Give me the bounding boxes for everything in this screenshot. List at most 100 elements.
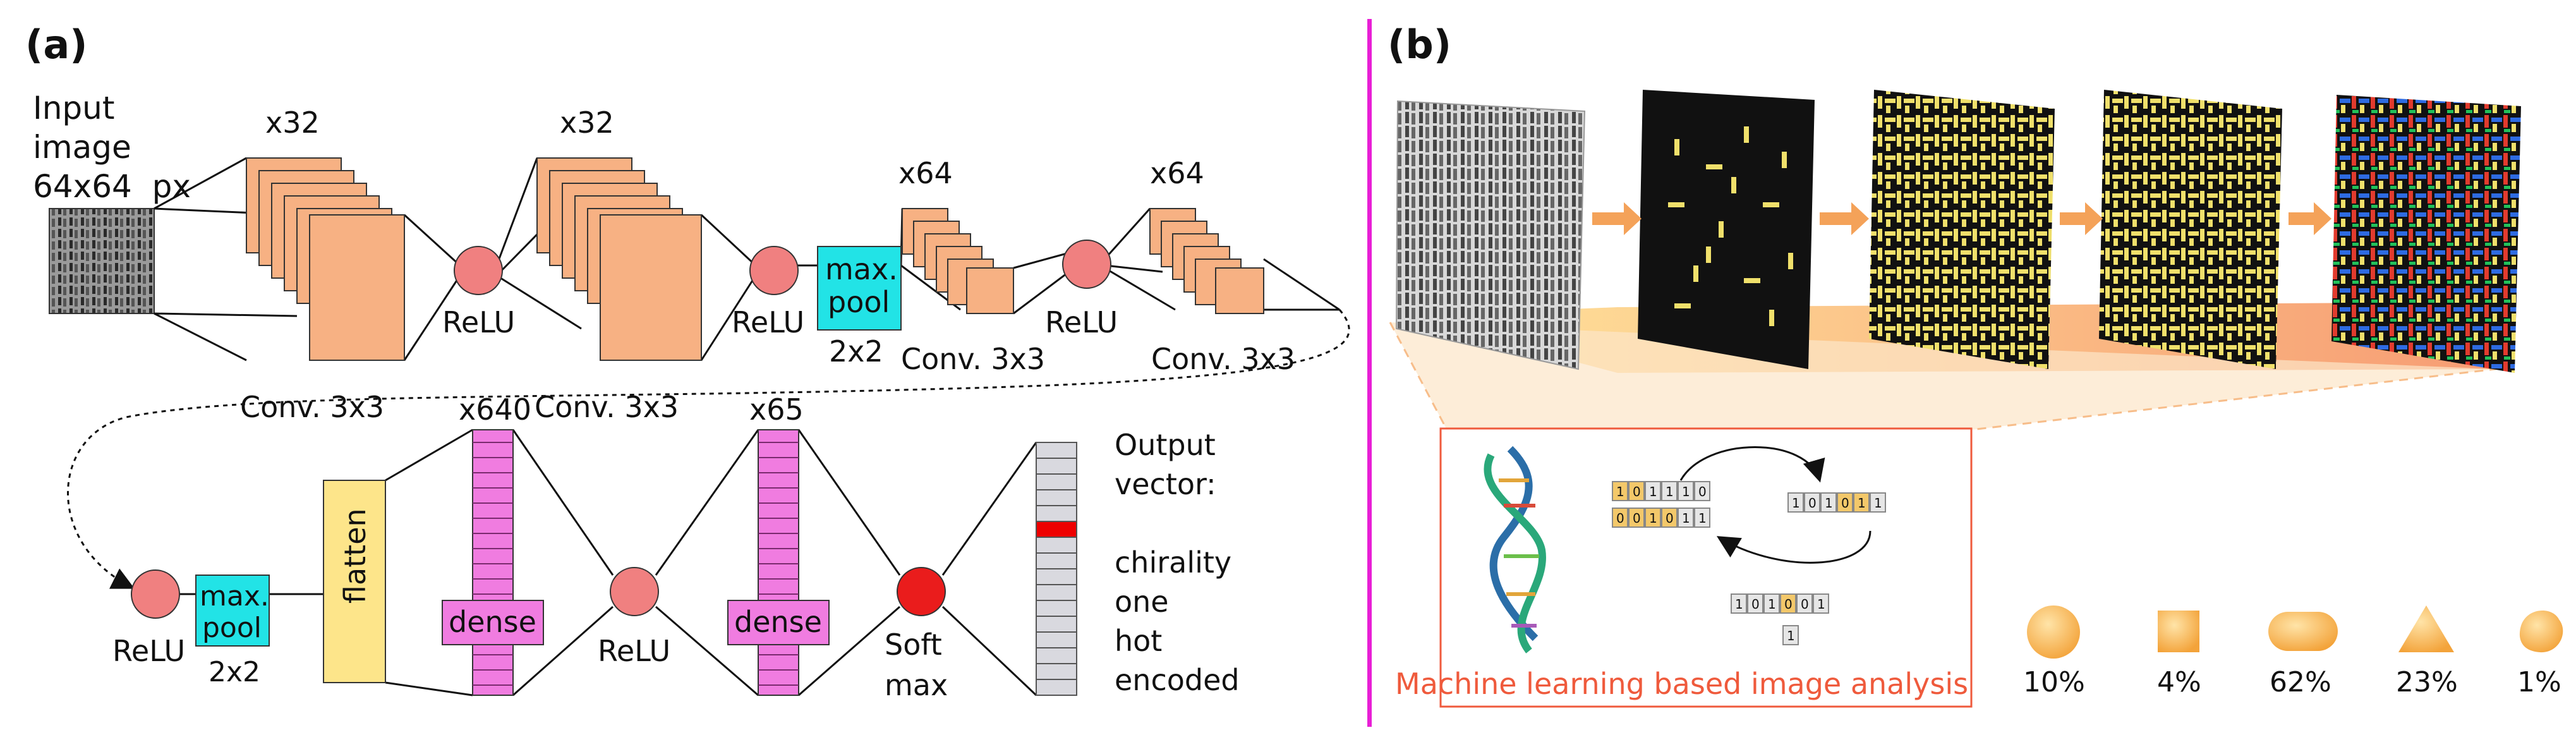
softmax-label-line-1: Soft: [885, 628, 942, 662]
bit-value: 0: [1751, 597, 1760, 612]
bit-value: 0: [1633, 484, 1641, 499]
bit-value: 0: [1666, 511, 1674, 526]
mask-image-1: [1638, 90, 1815, 369]
panel-divider: [1367, 19, 1372, 727]
ml-caption: Machine learning based image analysis: [1395, 667, 1968, 701]
bit-cell: [1837, 492, 1853, 513]
relu-node-3: [1062, 240, 1111, 289]
output-cell: [1036, 505, 1077, 522]
tem-image: [1395, 100, 1586, 370]
dense-label-box-1: [442, 600, 544, 645]
bit-value: 0: [1801, 597, 1809, 612]
output-cell: [1036, 616, 1077, 633]
bit-cell: [1612, 481, 1628, 501]
conv-block-2: [536, 157, 702, 361]
maxpool-box-2: [195, 575, 270, 647]
dense-label-1: dense: [449, 605, 536, 639]
bit-value: 1: [1735, 597, 1743, 612]
bit-cell: [1694, 508, 1710, 528]
maxpool-1-line-2: pool: [828, 285, 890, 319]
bit-cell: [1645, 481, 1661, 501]
bit-row-bottom-extra: 1: [1782, 625, 1799, 645]
flatten-label: flatten: [338, 508, 372, 604]
maxpool-2-line-2: pool: [202, 612, 262, 644]
conv-block-1-count: x32: [265, 106, 320, 140]
bit-value: 0: [1616, 511, 1624, 526]
output-text-line-4: chirality: [1115, 545, 1231, 580]
output-cell: [1036, 631, 1077, 648]
output-cell: [1036, 552, 1077, 569]
ml-inset-box: [1439, 427, 1973, 708]
conv-block-2-count: x32: [560, 106, 614, 140]
output-cell: [1036, 442, 1077, 459]
mask-image-3: [2099, 90, 2282, 369]
panel-a-label: (a): [25, 21, 88, 68]
bit-cell: [1780, 593, 1796, 614]
bit-value: 0: [1841, 496, 1849, 511]
relu-label-1: ReLU: [442, 305, 515, 339]
maxpool-box-1: [817, 246, 902, 331]
bit-cell: [1787, 492, 1804, 513]
panel-b: (b): [1388, 21, 2563, 708]
output-cell: [1036, 458, 1077, 475]
dense-count-2: x65: [749, 392, 804, 427]
bit-cell: [1694, 481, 1710, 501]
output-cell: [1036, 473, 1077, 490]
bit-cell: [1731, 593, 1747, 614]
bit-value: 0: [1698, 484, 1707, 499]
panel-a: (a) Input image 64x64 px: [25, 21, 1350, 702]
conv-block-3: [902, 208, 1014, 314]
bit-value: 1: [1858, 496, 1866, 511]
relu-node-1: [454, 246, 503, 295]
relu-node-4: [131, 569, 180, 619]
output-text-line-1: Output: [1115, 428, 1216, 462]
bit-cell: [1763, 593, 1780, 614]
bit-cell: [1747, 593, 1763, 614]
bit-value: 1: [1649, 484, 1657, 499]
relu-label-2: ReLU: [732, 305, 804, 339]
pct-sphere: 10%: [2023, 666, 2085, 698]
bit-value: 1: [1787, 628, 1795, 643]
maxpool-1-line-1: max.: [825, 252, 898, 286]
bit-value: 1: [1682, 484, 1690, 499]
flatten-box: [323, 480, 386, 683]
maxpool-2-line-1: max.: [200, 580, 269, 612]
output-cell: [1036, 663, 1077, 680]
bit-value: 1: [1792, 496, 1800, 511]
conv-block-1: [246, 157, 405, 361]
relu-label-3: ReLU: [1045, 305, 1118, 339]
bit-cell: [1804, 492, 1820, 513]
bit-cell: [1782, 625, 1799, 645]
bit-cell: [1661, 481, 1678, 501]
rod-shape-icon: [2268, 612, 2338, 651]
maxpool-1-size: 2x2: [829, 334, 883, 368]
maxpool-2-size: 2x2: [209, 656, 260, 688]
bit-value: 1: [1616, 484, 1624, 499]
relu-node-5: [610, 567, 659, 616]
input-image: [49, 208, 155, 314]
conv-block-4: [1149, 208, 1264, 314]
output-text-line-5: one: [1115, 585, 1169, 619]
output-cell: [1036, 489, 1077, 506]
dense-layer-2: [758, 429, 799, 696]
bit-cell: [1796, 593, 1813, 614]
mask-image-2: [1869, 90, 2055, 369]
bit-arrow-bottom: [1716, 530, 1872, 564]
sparse-particles: [1668, 126, 1793, 326]
dense-count-1: x640: [459, 392, 531, 427]
output-cell: [1036, 600, 1077, 617]
softmax-node: [897, 567, 946, 616]
relu-label-4: ReLU: [112, 634, 185, 668]
input-label-line-2: image: [33, 129, 131, 166]
bit-cell: [1813, 593, 1829, 614]
relu-node-2: [749, 246, 799, 295]
bit-arrow-top: [1679, 446, 1825, 483]
dense-label-2: dense: [734, 605, 822, 639]
bit-value: 0: [1784, 597, 1793, 612]
bit-value: 1: [1817, 597, 1825, 612]
